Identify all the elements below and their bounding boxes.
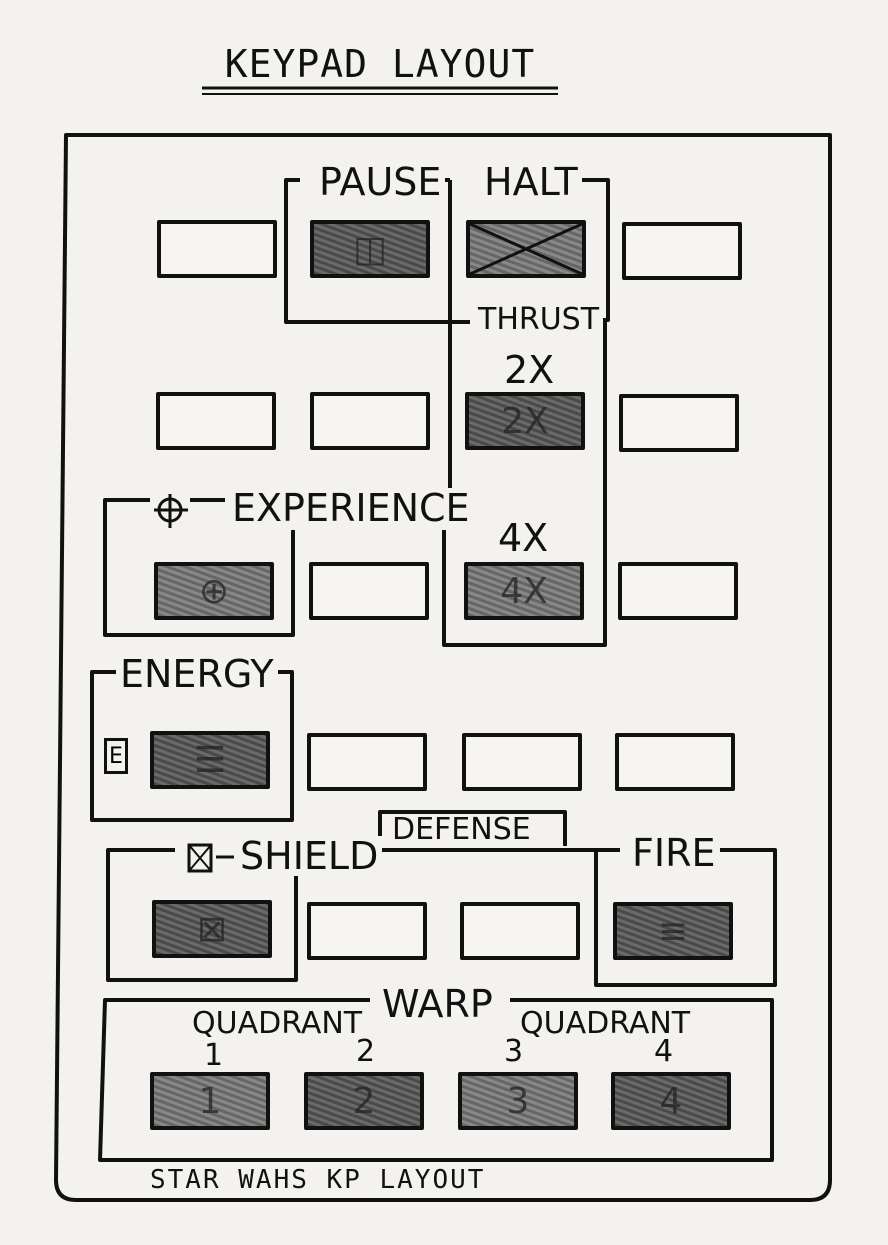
pause-label: PAUSE: [315, 162, 446, 202]
shield-key[interactable]: ⊠: [152, 900, 272, 958]
key-r5-c2[interactable]: [307, 902, 427, 960]
quadrant-4-label: 4: [654, 1034, 674, 1069]
warp-quadrant-1-key[interactable]: 1: [150, 1072, 270, 1130]
key-r2-c1[interactable]: [156, 392, 276, 450]
experience-key-symbol: ⊕: [198, 570, 230, 612]
key-r1-c1[interactable]: [157, 220, 277, 278]
thrust-2x-key-label: 2X: [501, 400, 549, 442]
key-r2-c4[interactable]: [619, 394, 739, 452]
footer-caption: STAR WAHS KP LAYOUT: [150, 1165, 486, 1195]
halt-key[interactable]: [466, 220, 586, 278]
fire-key-symbol: ≡: [657, 910, 689, 952]
thrust-bracket: [442, 320, 607, 647]
warp-label: WARP: [378, 984, 497, 1024]
shield-icon: [187, 843, 213, 873]
pause-key[interactable]: ◫: [310, 220, 430, 278]
crosshair-icon: [154, 494, 188, 528]
experience-key[interactable]: ⊕: [154, 562, 274, 620]
energy-key[interactable]: ☰: [150, 731, 270, 789]
energy-tag-icon: E: [104, 738, 128, 774]
thrust-2x-key[interactable]: 2X: [465, 392, 585, 450]
key-r3-c2[interactable]: [309, 562, 429, 620]
quadrant-2-label: 2: [356, 1034, 376, 1069]
thrust-2x-label: 2X: [500, 350, 559, 390]
warp-quadrant-4-key[interactable]: 4: [611, 1072, 731, 1130]
fire-label: FIRE: [628, 833, 720, 873]
fire-bracket: [594, 848, 777, 987]
halt-x-icon: [470, 224, 582, 274]
thrust-4x-key-label: 4X: [500, 570, 548, 612]
energy-bracket: [90, 670, 294, 822]
halt-label: HALT: [480, 162, 582, 202]
shield-key-symbol: ⊠: [196, 908, 228, 950]
pause-bracket: [284, 178, 470, 324]
quadrant-3-label: 3: [504, 1034, 524, 1069]
warp-1-key-label: 1: [198, 1080, 222, 1122]
defense-frame: [378, 810, 567, 846]
key-r4-c2[interactable]: [307, 733, 427, 791]
quadrant-left-label: QUADRANT: [192, 1006, 363, 1041]
shield-label: SHIELD: [236, 836, 383, 876]
key-r4-c3[interactable]: [462, 733, 582, 791]
energy-label: ENERGY: [116, 654, 278, 694]
warp-2-key-label: 2: [352, 1080, 376, 1122]
warp-quadrant-2-key[interactable]: 2: [304, 1072, 424, 1130]
key-r3-c4[interactable]: [618, 562, 738, 620]
panel-outline: [54, 133, 832, 1202]
experience-bracket: [103, 498, 295, 637]
shield-dash: [216, 855, 234, 859]
warp-3-key-label: 3: [506, 1080, 530, 1122]
energy-key-symbol: ☰: [193, 739, 227, 781]
warp-bracket: [98, 998, 774, 1162]
fire-key[interactable]: ≡: [613, 902, 733, 960]
key-r4-c4[interactable]: [615, 733, 735, 791]
warp-quadrant-3-key[interactable]: 3: [458, 1072, 578, 1130]
thrust-4x-label: 4X: [494, 518, 553, 558]
warp-4-key-label: 4: [659, 1080, 683, 1122]
quadrant-right-label: QUADRANT: [520, 1006, 691, 1041]
key-r1-c4[interactable]: [622, 222, 742, 280]
thrust-label: THRUST: [474, 304, 604, 336]
thrust-4x-key[interactable]: 4X: [464, 562, 584, 620]
key-r2-c2[interactable]: [310, 392, 430, 450]
key-r5-c3[interactable]: [460, 902, 580, 960]
experience-label: EXPERIENCE: [228, 488, 474, 528]
page-title: KEYPAD LAYOUT: [224, 42, 536, 86]
defense-label: DEFENSE: [392, 812, 531, 847]
pause-key-symbol: ◫: [352, 228, 387, 270]
quadrant-1-label: 1: [204, 1038, 224, 1073]
shield-bracket: [106, 848, 298, 982]
